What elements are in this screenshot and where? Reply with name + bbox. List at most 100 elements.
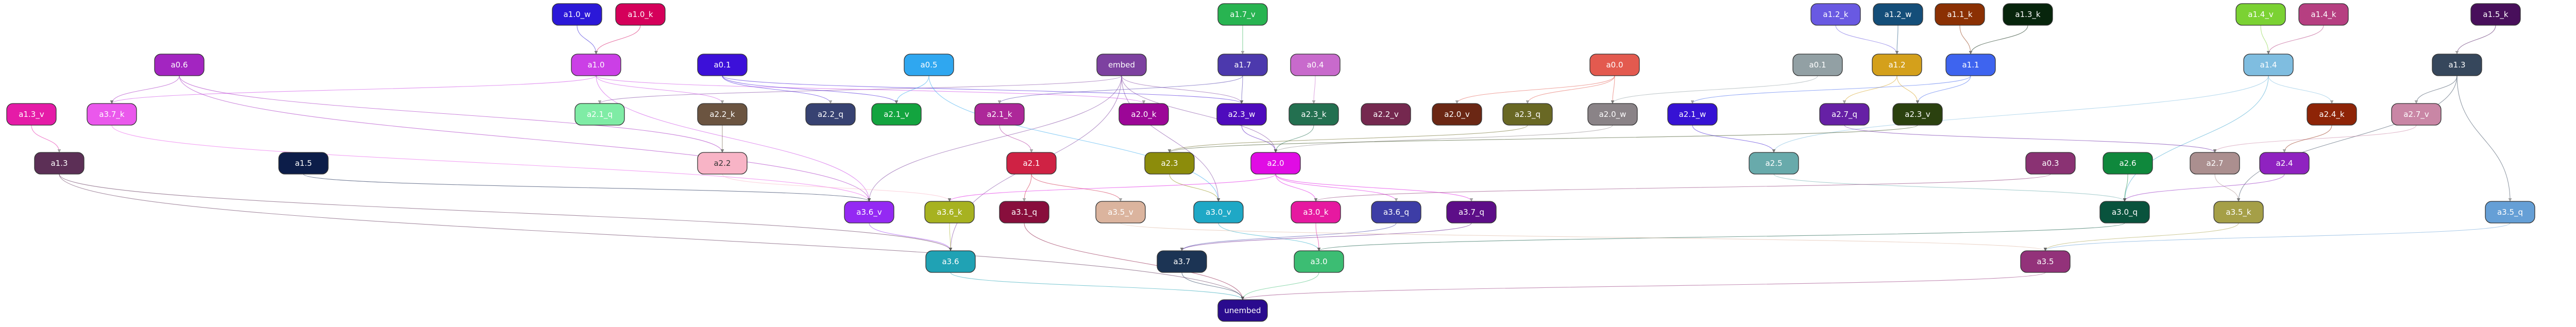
node-box[interactable] <box>1667 103 1718 126</box>
node-box[interactable] <box>844 201 894 223</box>
node-box[interactable] <box>552 3 602 26</box>
node-a0-5[interactable]: a0.5 <box>904 54 954 76</box>
node-box[interactable] <box>1361 103 1411 126</box>
node-a2-4-k[interactable]: a2.4_k <box>2307 103 2357 126</box>
node-box[interactable] <box>1290 54 1341 76</box>
node-unembed[interactable]: unembed <box>1217 299 1268 322</box>
node-box[interactable] <box>1873 3 1923 26</box>
node-box[interactable] <box>871 103 922 126</box>
node-a2-1-w[interactable]: a2.1_w <box>1667 103 1718 126</box>
node-a2-6[interactable]: a2.6 <box>2103 152 2153 175</box>
node-a2-3-q[interactable]: a2.3_q <box>1502 103 1553 126</box>
node-a3-6-q[interactable]: a3.6_q <box>1371 201 1421 223</box>
node-a0-4[interactable]: a0.4 <box>1290 54 1341 76</box>
node-box[interactable] <box>278 152 329 175</box>
node-box[interactable] <box>999 201 1049 223</box>
node-a1-7[interactable]: a1.7 <box>1217 54 1268 76</box>
node-a1-1-k[interactable]: a1.1_k <box>1935 3 1985 26</box>
node-box[interactable] <box>2235 3 2286 26</box>
node-a2-7[interactable]: a2.7 <box>2190 152 2240 175</box>
node-a2-7-q[interactable]: a2.7_q <box>1819 103 1870 126</box>
node-box[interactable] <box>1006 152 1057 175</box>
node-a3-7[interactable]: a3.7 <box>1157 250 1207 273</box>
node-a1-1[interactable]: a1.1 <box>1945 54 1996 76</box>
node-box[interactable] <box>1502 103 1553 126</box>
node-box[interactable] <box>974 103 1025 126</box>
node-box[interactable] <box>924 201 975 223</box>
node-box[interactable] <box>1096 54 1147 76</box>
node-a2-1-k[interactable]: a2.1_k <box>974 103 1025 126</box>
node-a3-1-q[interactable]: a3.1_q <box>999 201 1049 223</box>
node-box[interactable] <box>2259 152 2310 175</box>
node-box[interactable] <box>1193 201 1244 223</box>
node-box[interactable] <box>805 103 856 126</box>
node-a1-2[interactable]: a1.2 <box>1872 54 1922 76</box>
node-box[interactable] <box>2020 250 2071 273</box>
node-a3-0[interactable]: a3.0 <box>1294 250 1344 273</box>
node-box[interactable] <box>2025 152 2076 175</box>
node-box[interactable] <box>2298 3 2349 26</box>
node-a2-1[interactable]: a2.1 <box>1006 152 1057 175</box>
node-box[interactable] <box>1294 250 1344 273</box>
node-a2-0-w[interactable]: a2.0_w <box>1587 103 1638 126</box>
node-a3-5-q[interactable]: a3.5_q <box>2485 201 2535 223</box>
node-box[interactable] <box>6 103 57 126</box>
node-a1-0-w[interactable]: a1.0_w <box>552 3 602 26</box>
node-box[interactable] <box>1935 3 1985 26</box>
node-a1-0-k[interactable]: a1.0_k <box>615 3 666 26</box>
node-box[interactable] <box>2391 103 2442 126</box>
node-a1-2-w[interactable]: a1.2_w <box>1873 3 1923 26</box>
node-a1-5-k[interactable]: a1.5_k <box>2470 3 2521 26</box>
node-a2-7-v[interactable]: a2.7_v <box>2391 103 2442 126</box>
node-box[interactable] <box>2432 54 2482 76</box>
node-box[interactable] <box>1289 103 1339 126</box>
node-a1-3[interactable]: a1.3 <box>2432 54 2482 76</box>
node-box[interactable] <box>697 152 748 175</box>
node-box[interactable] <box>1587 103 1638 126</box>
node-a2-4[interactable]: a2.4 <box>2259 152 2310 175</box>
node-a3-6-v[interactable]: a3.6_v <box>844 201 894 223</box>
node-box[interactable] <box>574 103 625 126</box>
node-box[interactable] <box>925 250 976 273</box>
node-box[interactable] <box>1819 103 1870 126</box>
node-box[interactable] <box>571 54 621 76</box>
node-a3-7-q[interactable]: a3.7_q <box>1446 201 1497 223</box>
node-box[interactable] <box>1216 103 1267 126</box>
node-box[interactable] <box>2103 152 2153 175</box>
node-a2-2[interactable]: a2.2 <box>697 152 748 175</box>
node-box[interactable] <box>1157 250 1207 273</box>
node-a1-4[interactable]: a1.4 <box>2243 54 2294 76</box>
node-box[interactable] <box>1945 54 1996 76</box>
node-a2-0[interactable]: a2.0 <box>1250 152 1301 175</box>
node-a3-7-k[interactable]: a3.7_k <box>87 103 137 126</box>
node-a2-0-v[interactable]: a2.0_v <box>1432 103 1482 126</box>
node-box[interactable] <box>2485 201 2535 223</box>
node-a2-1-q[interactable]: a2.1_q <box>574 103 625 126</box>
node-box[interactable] <box>87 103 137 126</box>
node-box[interactable] <box>1217 54 1268 76</box>
node-a2-2-k[interactable]: a2.2_k <box>697 103 748 126</box>
node-box[interactable] <box>2099 201 2150 223</box>
node-box[interactable] <box>2243 54 2294 76</box>
node-a2-3-v[interactable]: a2.3_v <box>1892 103 1943 126</box>
node-box[interactable] <box>1892 103 1943 126</box>
node-a3-0-q[interactable]: a3.0_q <box>2099 201 2150 223</box>
node-a2-3[interactable]: a2.3 <box>1144 152 1195 175</box>
node-a2-2-v[interactable]: a2.2_v <box>1361 103 1411 126</box>
node-box[interactable] <box>1118 103 1169 126</box>
node-a2-1-v[interactable]: a2.1_v <box>871 103 922 126</box>
node-box[interactable] <box>1446 201 1497 223</box>
node-a1-3-k[interactable]: a1.3_k <box>2003 3 2053 26</box>
node-box[interactable] <box>697 103 748 126</box>
node-box[interactable] <box>1589 54 1640 76</box>
node-embed[interactable]: embed <box>1096 54 1147 76</box>
node-a3-0-v[interactable]: a3.0_v <box>1193 201 1244 223</box>
node-box[interactable] <box>1095 201 1146 223</box>
node-a3-0-k[interactable]: a3.0_k <box>1291 201 1341 223</box>
node-a0-1b[interactable]: a0.1 <box>1792 54 1843 76</box>
node-a3-6-k[interactable]: a3.6_k <box>924 201 975 223</box>
node-a1-3b[interactable]: a1.3 <box>34 152 84 175</box>
node-box[interactable] <box>1371 201 1421 223</box>
node-box[interactable] <box>1217 3 1268 26</box>
node-a0-3[interactable]: a0.3 <box>2025 152 2076 175</box>
